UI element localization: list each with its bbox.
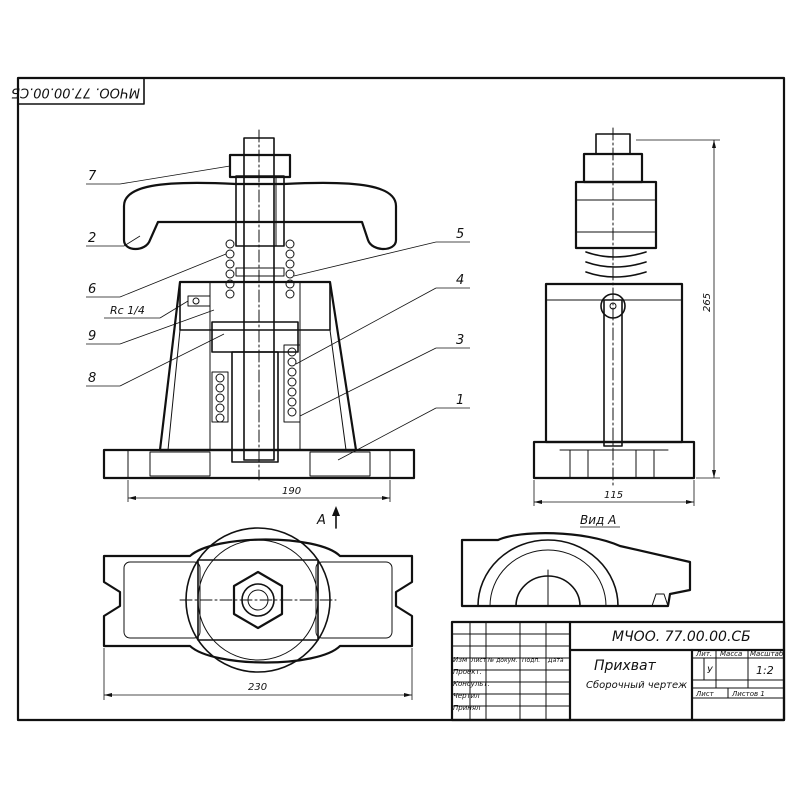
front-section-view <box>102 129 416 481</box>
callout-6: 6 <box>88 282 96 297</box>
sheet-label: Лист <box>695 690 715 698</box>
row-label-3: Чертил <box>453 692 480 700</box>
callout-1: 1 <box>456 393 464 408</box>
view-a-label: Вид А <box>580 513 616 527</box>
col-header-1: Лист <box>470 657 487 664</box>
lit-value: У <box>707 666 713 676</box>
row-label-1: Проект. <box>453 668 482 676</box>
row-label-0: Изм <box>453 656 468 664</box>
mass-header: Масса <box>720 650 742 658</box>
side-view <box>532 127 696 489</box>
callout-7: 7 <box>88 169 97 184</box>
lower-spring-left <box>211 371 229 423</box>
arrow-a-label: A <box>316 513 326 528</box>
dim-230-label: 230 <box>248 682 267 693</box>
front-callouts: 7 2 6 Rc 1/4 9 8 5 4 3 1 <box>86 165 470 461</box>
callout-rc: Rc 1/4 <box>110 304 145 317</box>
col-header-3: Подп. <box>522 657 540 664</box>
rotated-stamp: МЧОО. 77.00.00.СБ <box>11 77 145 105</box>
rotated-stamp-code: МЧОО. 77.00.00.СБ <box>11 85 140 100</box>
title-code: МЧОО. 77.00.00.СБ <box>612 629 751 645</box>
arrow-a-icon <box>332 506 340 516</box>
scale-value: 1:2 <box>756 664 774 677</box>
dim-265-label: 265 <box>702 293 713 312</box>
view-a-marker: A Вид А <box>316 506 620 529</box>
callout-2: 2 <box>88 231 96 246</box>
callout-8: 8 <box>88 371 96 386</box>
dim-side-height: 265 <box>636 139 720 479</box>
dim-190-label: 190 <box>282 486 301 497</box>
callout-9: 9 <box>88 329 96 344</box>
row-label-4: Принял <box>453 704 481 712</box>
title-name: Прихват <box>594 658 657 674</box>
callout-4: 4 <box>456 273 464 288</box>
lower-spring-right <box>283 344 301 423</box>
callout-5: 5 <box>456 227 464 242</box>
dim-side-width: 115 <box>533 480 695 506</box>
sheets-label: Листов 1 <box>731 690 765 698</box>
dim-front-width: 190 <box>127 480 391 502</box>
row-label-2: Консульт. <box>453 680 490 688</box>
col-header-4: Дата <box>547 657 564 664</box>
title-doc-type: Сборочный чертеж <box>586 679 687 691</box>
title-block: МЧОО. 77.00.00.СБ Прихват Сборочный черт… <box>450 620 786 722</box>
plan-view <box>102 527 414 673</box>
col-header-2: № докум. <box>487 657 518 664</box>
lit-header: Лит. <box>695 650 712 658</box>
scale-header: Масштаб <box>750 650 784 658</box>
dim-115-label: 115 <box>604 490 623 501</box>
callout-3: 3 <box>456 333 464 348</box>
sheet-frame <box>16 76 786 722</box>
view-a-drawing <box>460 532 692 608</box>
dim-plan-width: 230 <box>103 648 413 700</box>
upper-spring <box>225 239 295 299</box>
